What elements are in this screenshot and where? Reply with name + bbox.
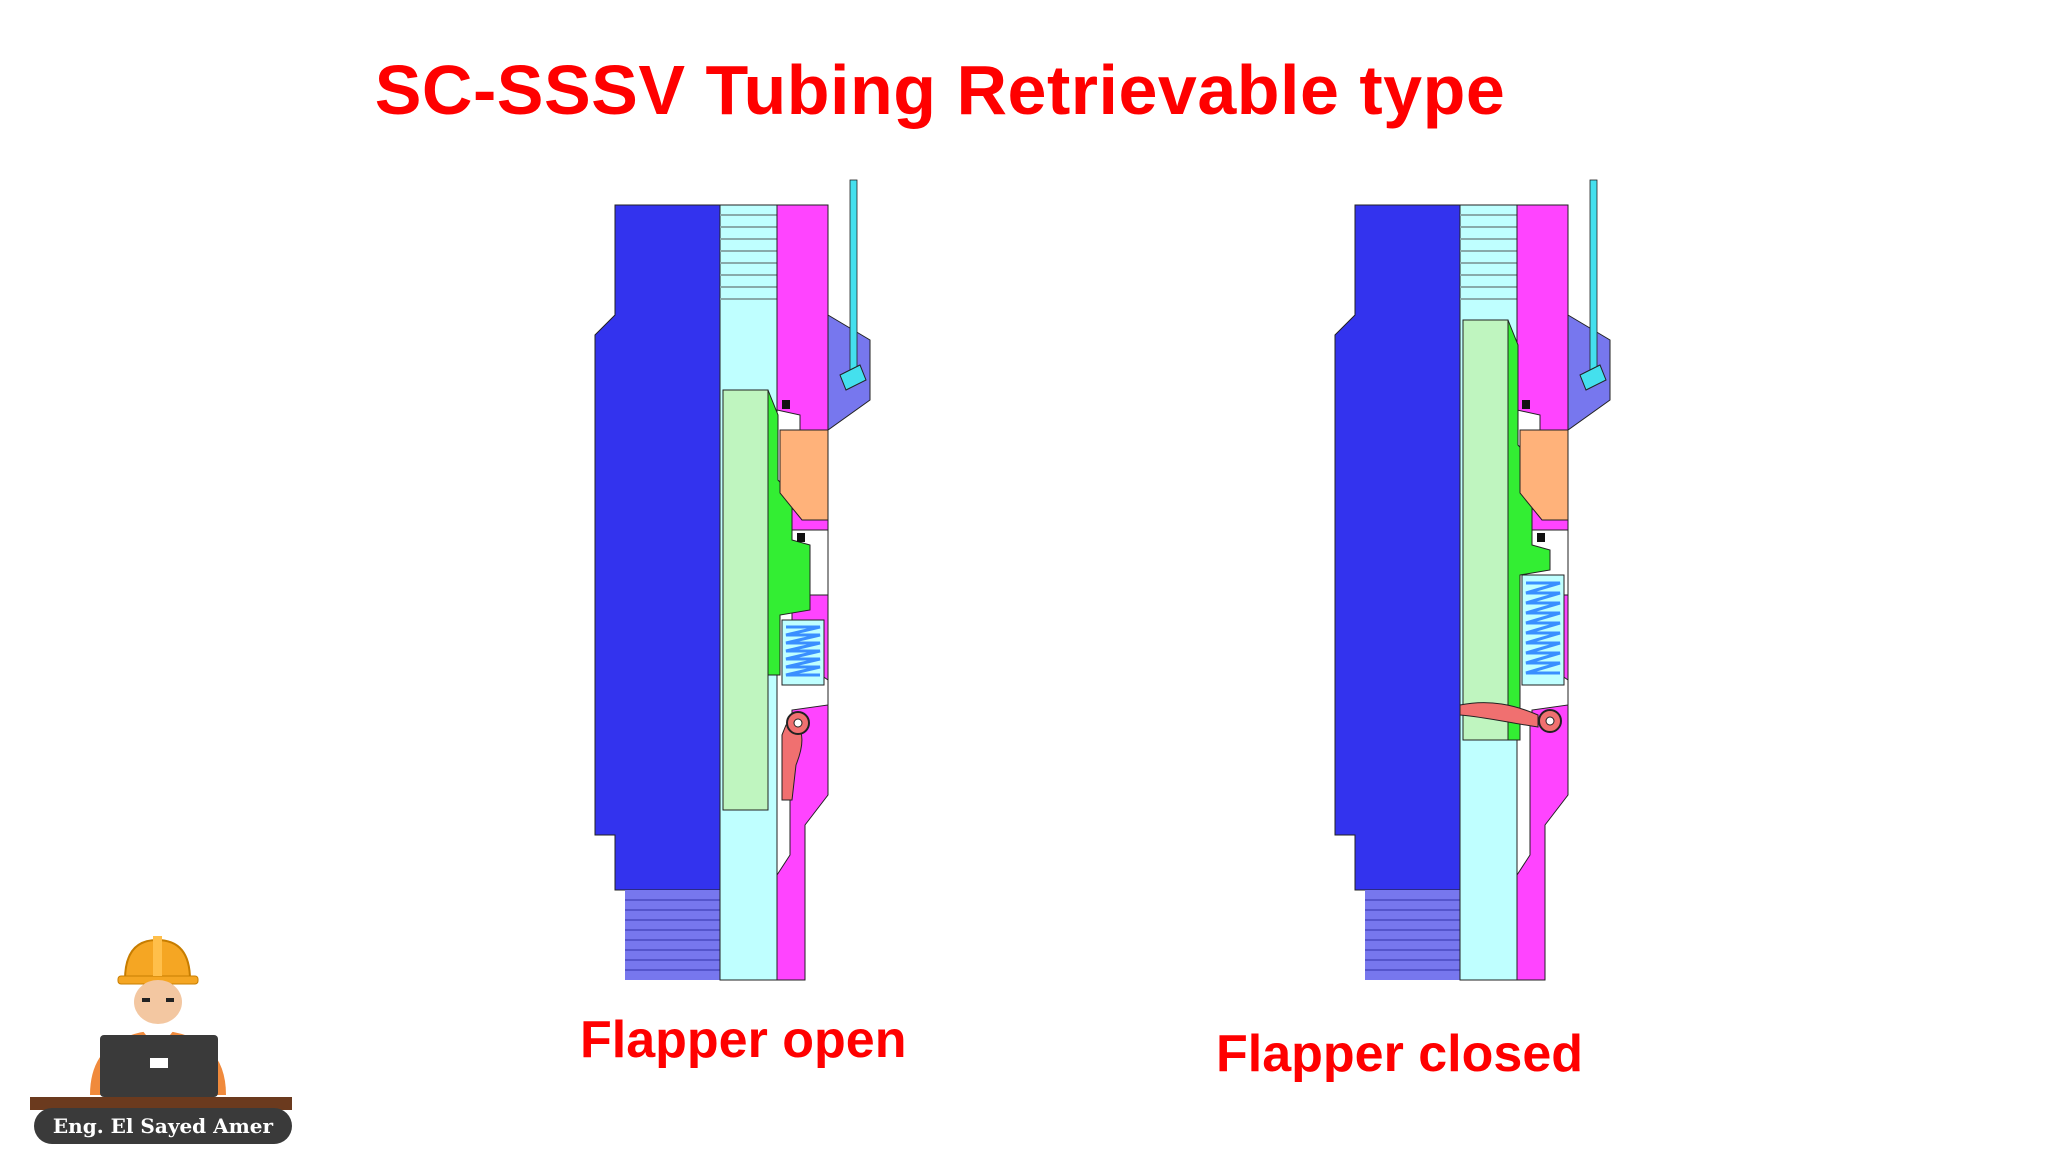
flow-tube bbox=[722, 389, 769, 811]
control-line bbox=[1589, 179, 1598, 371]
box-thread bbox=[720, 214, 777, 300]
flow-tube bbox=[1462, 319, 1509, 741]
caption-flapper-closed: Flapper closed bbox=[1216, 1025, 1583, 1083]
flapper-closed bbox=[1459, 702, 1562, 733]
valve-cross-section-closed bbox=[1334, 179, 1611, 981]
control-line-fitting bbox=[1579, 364, 1607, 391]
flapper-open bbox=[781, 711, 810, 801]
o-ring-seal bbox=[797, 533, 805, 542]
engineer-avatar-icon bbox=[30, 936, 292, 1110]
valve-diagram-open bbox=[560, 175, 980, 1015]
power-spring bbox=[1521, 574, 1565, 686]
control-line-fitting bbox=[839, 364, 867, 391]
valve-body bbox=[1334, 204, 1461, 891]
o-ring-seal bbox=[1522, 400, 1530, 409]
valve-body bbox=[594, 204, 721, 891]
box-thread bbox=[1460, 214, 1517, 300]
seal-assembly bbox=[1519, 429, 1569, 521]
author-name: Eng. El Sayed Amer bbox=[34, 1108, 292, 1144]
caption-flapper-open: Flapper open bbox=[580, 1011, 907, 1069]
o-ring-seal bbox=[1537, 533, 1545, 542]
hard-hat-icon bbox=[117, 936, 199, 985]
valve-cross-section-open bbox=[594, 179, 871, 981]
control-line bbox=[849, 179, 858, 371]
author-badge: Eng. El Sayed Amer bbox=[30, 930, 300, 1150]
pin-thread bbox=[1365, 890, 1460, 980]
o-ring-seal bbox=[782, 400, 790, 409]
page-title: SC-SSSV Tubing Retrievable type bbox=[374, 51, 1506, 129]
power-spring bbox=[781, 619, 825, 686]
valve-diagram-closed bbox=[1300, 175, 1720, 1015]
pin-thread bbox=[625, 890, 720, 980]
seal-assembly bbox=[779, 429, 829, 521]
laptop-icon bbox=[100, 1035, 218, 1097]
piston bbox=[767, 389, 811, 676]
piston bbox=[1507, 319, 1551, 741]
